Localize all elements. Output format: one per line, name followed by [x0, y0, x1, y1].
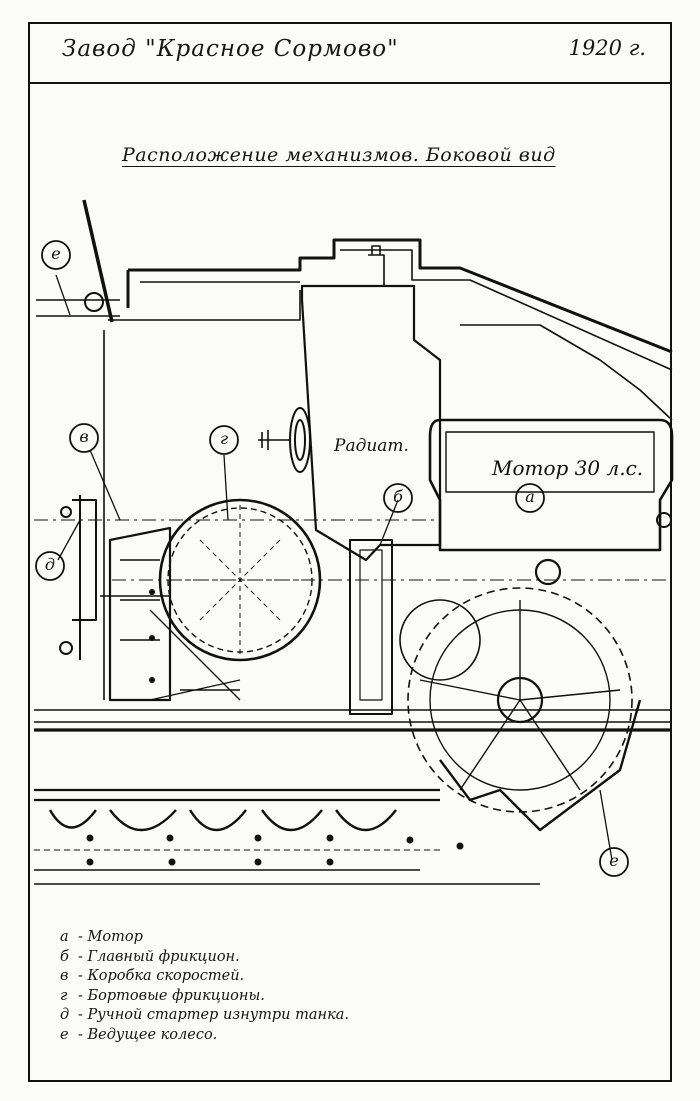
hatch-hinge	[84, 292, 104, 312]
radiator-label: Радиат.	[334, 436, 409, 456]
legend-text: - Главный фрикцион.	[78, 948, 240, 965]
callout-circle-g	[209, 425, 239, 455]
title-block: Завод "Красное Сормово" 1920 г.	[28, 22, 672, 84]
radiator-body	[300, 284, 442, 562]
legend-item: е - Ведущее колесо.	[60, 1026, 480, 1046]
hull-top-line	[36, 299, 120, 317]
track-lower	[34, 869, 540, 885]
callout-e-top: е	[51, 244, 61, 263]
legend-item: б - Главный фрикцион.	[60, 948, 480, 968]
drive-sprocket	[407, 587, 633, 813]
callout-b: б	[393, 487, 403, 506]
callout-e-bottom: е	[609, 851, 619, 870]
chassis-frame	[34, 709, 672, 723]
callout-circle-v	[69, 423, 99, 453]
fan-pulley	[289, 407, 311, 473]
legend-key: д	[60, 1007, 70, 1024]
drawing-title: Расположение механизмов. Боковой вид	[122, 144, 556, 166]
track-rollers	[48, 809, 397, 832]
legend-text: - Ведущее колесо.	[78, 1026, 218, 1043]
gearbox-housing	[108, 526, 172, 702]
hull-roof	[126, 238, 673, 354]
motor-housing	[428, 418, 674, 552]
callout-circle-d	[35, 551, 65, 581]
motor-port	[534, 558, 562, 586]
callout-g: г	[219, 429, 229, 448]
factory-name: Завод "Красное Сормово"	[62, 36, 399, 62]
legend-text: - Мотор	[78, 929, 143, 945]
hand-starter	[72, 495, 97, 660]
legend-key: а	[60, 929, 69, 945]
callout-d: д	[44, 555, 56, 574]
legend-text: - Коробка скоростей.	[78, 968, 245, 985]
drawing-year: 1920 г.	[568, 36, 646, 60]
hull-roof-inner	[140, 249, 673, 371]
callout-v: в	[79, 427, 89, 446]
legend-item: г - Бортовые фрикционы.	[60, 987, 480, 1007]
legend-item: в - Коробка скоростей.	[60, 967, 480, 987]
callout-circle-b	[383, 483, 413, 513]
legend-item: а - Мотор	[60, 928, 480, 948]
legend-key: е	[60, 1026, 69, 1043]
callout-circle-a	[515, 483, 545, 513]
callout-a: а	[525, 487, 535, 506]
hull-front-plate	[82, 199, 114, 323]
callout-circle-e-top	[41, 240, 71, 270]
legend-text: - Ручной стартер изнутри танка.	[78, 1007, 349, 1024]
callout-circle-e-bottom	[599, 847, 629, 877]
track-upper	[34, 788, 440, 802]
legend-key: г	[60, 987, 68, 1004]
legend-key: б	[60, 948, 69, 965]
motor-label: Мотор 30 л.с.	[492, 456, 644, 480]
legend: а - Мотор б - Главный фрикцион. в - Коробка…	[60, 928, 480, 1046]
sheet-frame	[28, 22, 672, 1082]
radiator-cap	[368, 245, 385, 286]
legend-text: - Бортовые фрикционы.	[78, 987, 265, 1004]
main-friction	[349, 539, 393, 715]
engine-deck	[108, 290, 673, 421]
legend-item: д - Ручной стартер изнутри танка.	[60, 1006, 480, 1026]
legend-key: в	[60, 968, 69, 985]
